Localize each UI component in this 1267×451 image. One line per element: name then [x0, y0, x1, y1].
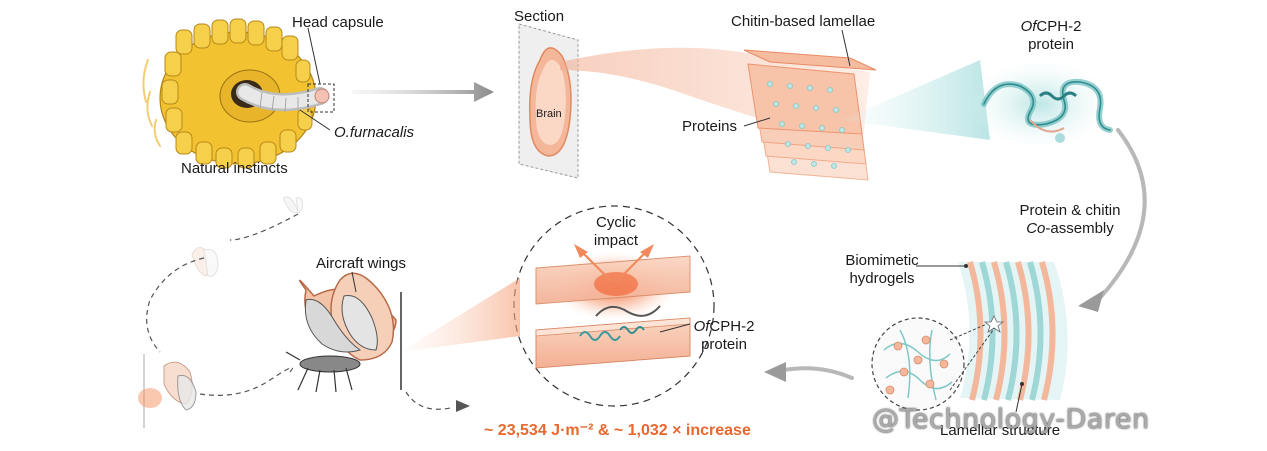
- ofcph2-mid-label: OfCPH-2 protein: [688, 318, 760, 354]
- arrow-bottom-curve: [782, 366, 854, 380]
- arrow-top-1: [352, 82, 494, 102]
- flight-path: [146, 213, 451, 410]
- lamellar-structure-label: Lamellar structure: [940, 422, 1061, 439]
- impact-zoom-beam: [400, 278, 520, 352]
- coassembly-line2-rest: -assembly: [1045, 220, 1114, 237]
- faded-butterfly-bottom: [138, 354, 197, 428]
- section-label: Section: [514, 8, 565, 25]
- cyclic-line2: impact: [593, 232, 639, 249]
- star-marker: [983, 315, 1005, 333]
- ofcph2-mid-prefix: Of: [693, 318, 710, 335]
- arrow-bottom-curve-head: [764, 362, 786, 382]
- faded-butterfly-top: [283, 196, 303, 214]
- arrow-right-curve: [1096, 128, 1147, 302]
- ofcph2-top-line2: protein: [1028, 36, 1074, 53]
- aircraft-wings-leader: [351, 271, 357, 293]
- o-furnacalis-leader: [299, 109, 331, 131]
- o-furnacalis-label: O.furnacalis: [334, 124, 415, 141]
- biomimetic-line1: Biomimetic: [845, 252, 919, 269]
- lamellar-leader: [1015, 383, 1023, 413]
- aircraft-wings-label: Aircraft wings: [316, 255, 407, 272]
- ofcph2-mid-leader: [659, 323, 691, 333]
- cyclic-impact-circle: [513, 205, 715, 407]
- ofcph2-top-prefix: Of: [1020, 18, 1037, 35]
- zoom-connector-2: [949, 325, 997, 391]
- brain-section: [518, 23, 579, 179]
- natural-instincts-label: Natural instincts: [181, 160, 288, 177]
- proteins-leader: [743, 117, 771, 127]
- coassembly-line2-prefix: Co: [1026, 220, 1046, 237]
- watermark: @Technology-Daren: [872, 404, 1150, 435]
- protein-zoom-beam: [842, 60, 990, 140]
- lamellar-leader-dot: [1020, 382, 1024, 386]
- toughness-result-text: ~ 23,534 J·m⁻² & ~ 1,032 × increase: [484, 422, 751, 439]
- ofcph2-top-label: OfCPH-2 protein: [1006, 18, 1096, 54]
- aircraft-wing-butterfly: [285, 272, 402, 393]
- lamellae-leader: [841, 29, 851, 67]
- head-capsule-marker: [307, 83, 335, 113]
- cyclic-line1: Cyclic: [596, 214, 636, 231]
- larva-illustration: [236, 83, 330, 113]
- coassembly-label: Protein & chitin Co-assembly: [1008, 202, 1132, 238]
- hydrogel-zoom-circle: [871, 317, 965, 411]
- biomimetic-leader-dot: [964, 264, 968, 268]
- brain-label: Brain: [536, 108, 562, 120]
- lamellar-hydrogel: [958, 261, 1068, 401]
- chitin-lamellae-stack: [743, 49, 877, 181]
- faded-butterfly-mid: [191, 247, 219, 277]
- ofcph2-mid-rest: CPH-2: [709, 318, 755, 335]
- flight-path-arrowhead: [456, 400, 470, 412]
- proteins-label: Proteins: [682, 118, 738, 135]
- ofcph2-protein-structure-top: [970, 60, 1113, 148]
- biomimetic-line2: hydrogels: [849, 270, 915, 287]
- coassembly-line1: Protein & chitin: [1019, 202, 1121, 219]
- head-capsule-leader: [307, 27, 321, 85]
- ofcph2-mid-line2: protein: [701, 336, 747, 353]
- arrow-right-curve-head: [1078, 290, 1104, 312]
- cyclic-impact-label: Cyclic impact: [584, 214, 648, 250]
- biomimetic-hydrogels-label: Biomimetic hydrogels: [836, 252, 928, 288]
- chitin-lamellae-label: Chitin-based lamellae: [731, 13, 876, 30]
- ofcph2-top-rest: CPH-2: [1036, 18, 1082, 35]
- head-capsule-label: Head capsule: [292, 14, 384, 31]
